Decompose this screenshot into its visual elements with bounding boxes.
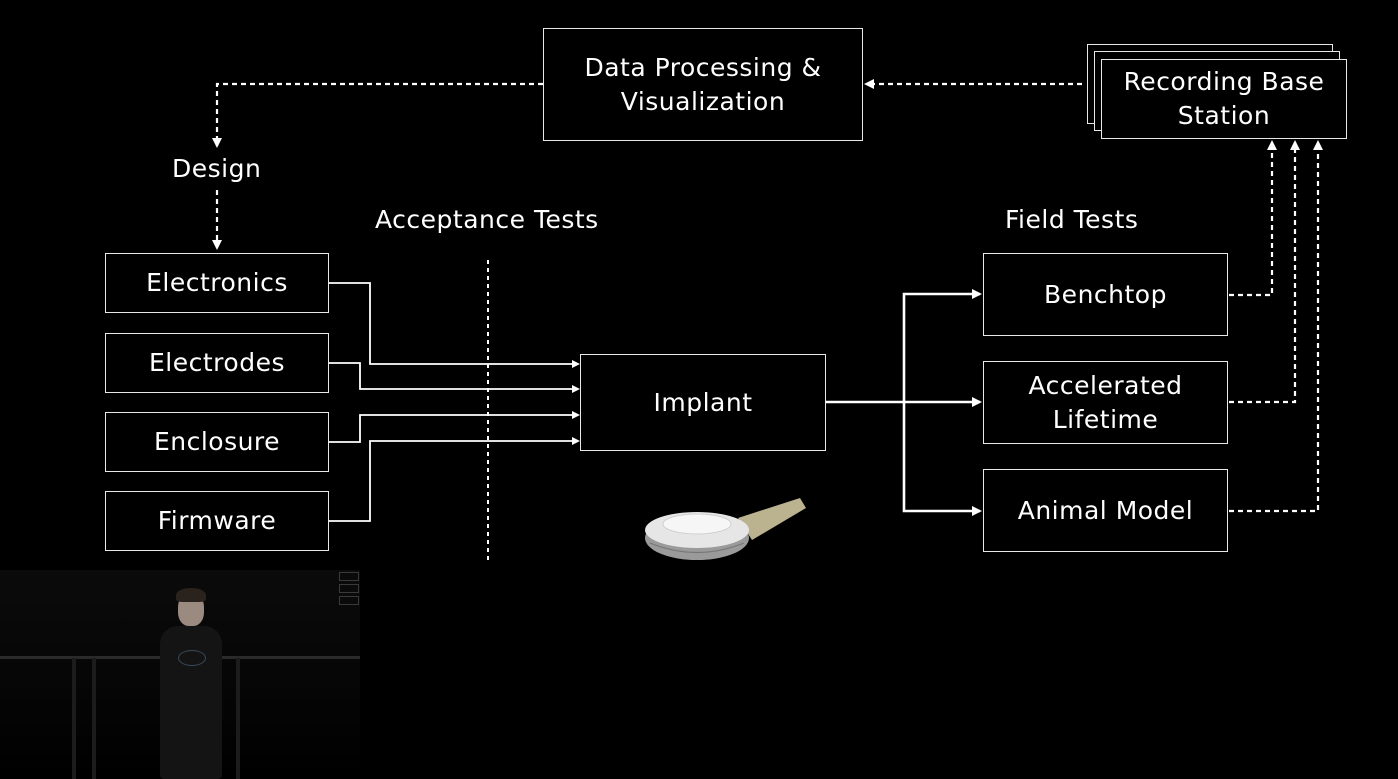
implant-label: Implant [653,387,753,417]
presenter-body [160,626,222,779]
presenter-hair [176,588,206,602]
animal-model-label: Animal Model [1017,495,1194,525]
design-label: Design [172,154,262,183]
implant-device-illustration [645,498,806,560]
data-processing-box: Data Processing & Visualization [543,28,863,141]
electronics-box: Electronics [105,253,329,313]
confidence-monitor-item [339,572,359,581]
component-wires [329,282,580,522]
recording-base-station-label: Recording Base Station [1123,67,1325,130]
accelerated-lifetime-label: Accelerated Lifetime [1028,370,1183,434]
presenter-video [0,570,360,779]
presenter-shirt-logo [178,650,206,666]
stage-post [72,658,76,779]
firmware-label: Firmware [157,506,277,535]
acceptance-tests-label: Acceptance Tests [375,205,599,234]
stage-post [92,658,96,779]
electrodes-label: Electrodes [149,348,285,377]
enclosure-box: Enclosure [105,412,329,472]
implant-to-field-tests-wires [826,289,982,516]
animal-model-box: Animal Model [983,469,1228,552]
confidence-monitor-item [339,584,359,593]
implant-box: Implant [580,354,826,451]
electronics-label: Electronics [146,268,288,297]
confidence-monitor-item [339,596,359,605]
stage-post [236,658,240,779]
enclosure-label: Enclosure [153,427,281,456]
electrodes-box: Electrodes [105,333,329,393]
field-tests-to-base-station-arrows [1229,140,1323,513]
firmware-box: Firmware [105,491,329,551]
benchtop-box: Benchtop [983,253,1228,336]
field-tests-label: Field Tests [1005,205,1139,234]
benchtop-label: Benchtop [1044,279,1167,309]
data-processing-label: Data Processing & Visualization [584,52,822,116]
design-feedback-arrow [212,82,543,250]
accelerated-lifetime-box: Accelerated Lifetime [983,361,1228,444]
recording-base-station-box: Recording Base Station [1101,59,1347,139]
